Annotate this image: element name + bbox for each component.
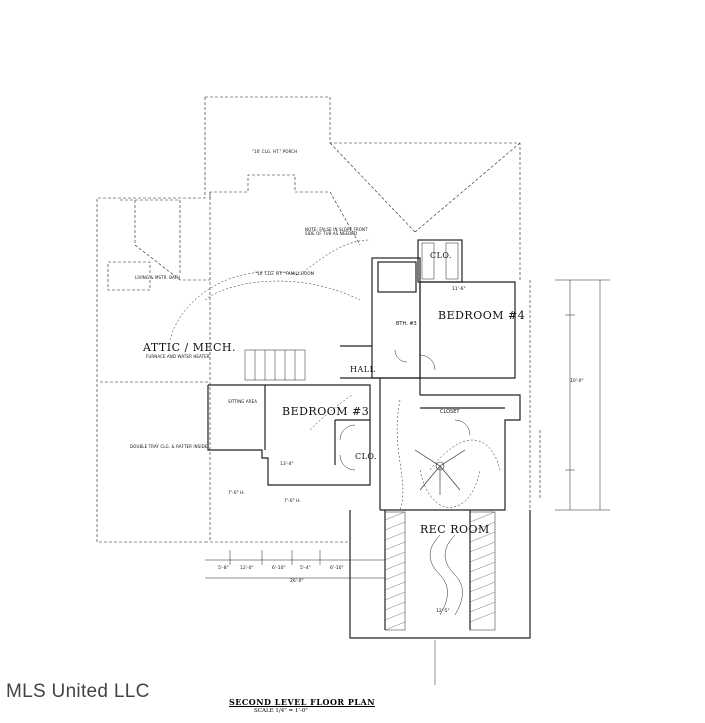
sitting-label: SITTING AREA [228, 399, 258, 404]
ceiling-fan [414, 449, 466, 495]
dim-8: 26'-0" [290, 579, 304, 584]
hall-label: HALL [350, 365, 376, 374]
living-note: LIVING & MSTR. BATH [135, 275, 181, 280]
porch-label: "10' CLG. HT." PORCH [252, 149, 298, 154]
stairs [244, 349, 463, 616]
dim-3: 5'-8" [218, 566, 229, 571]
tub-note: NOTE: FALSE IN SLOPE FRONT SIDE OF TUB A… [305, 227, 368, 236]
garage-note: DOUBLE TRAY CLG. & RAFTER INSIDE [130, 444, 208, 449]
closet-label: CLOSET [440, 409, 460, 415]
rec-room-label: REC ROOM [420, 523, 490, 536]
dim-2: 13'-4" [280, 462, 294, 467]
dim-10: 12'-5" [436, 609, 450, 614]
dimension-lines [205, 279, 610, 685]
dim-7: 6'-10" [330, 566, 344, 571]
watermark: MLS United LLC [6, 681, 150, 702]
attic-label: ATTIC / MECH. [143, 341, 236, 354]
attic-note: FURNACE AND WATER HEATER [146, 354, 210, 359]
dim-6: 5'-4" [300, 566, 311, 571]
dim-12: 7'-0" H. [284, 499, 301, 504]
clo-top-label: CLO. [430, 251, 453, 260]
dim-1: 11'-6" [452, 287, 466, 292]
bath-label: BTH. #3 [396, 321, 417, 327]
wiring [169, 239, 501, 511]
hatch [384, 242, 496, 631]
dim-4: 12'-0" [240, 566, 254, 571]
doors [339, 349, 471, 471]
walls [207, 239, 531, 639]
family-room-label: "10' CLG. HT." FAMILY ROOM [255, 271, 315, 276]
dim-11: 7'-0" H. [228, 491, 245, 496]
plan-title: SECOND LEVEL FLOOR PLAN [229, 697, 376, 707]
bedroom4-label: BEDROOM #4 [438, 309, 526, 322]
dim-5: 6'-10" [272, 566, 286, 571]
clo-mid-label: CLO. [355, 452, 378, 461]
bedroom3-label: BEDROOM #3 [282, 405, 370, 418]
dim-9: 10'-0" [570, 379, 584, 384]
plan-scale: SCALE 1/4" = 1'-0" [254, 708, 308, 714]
